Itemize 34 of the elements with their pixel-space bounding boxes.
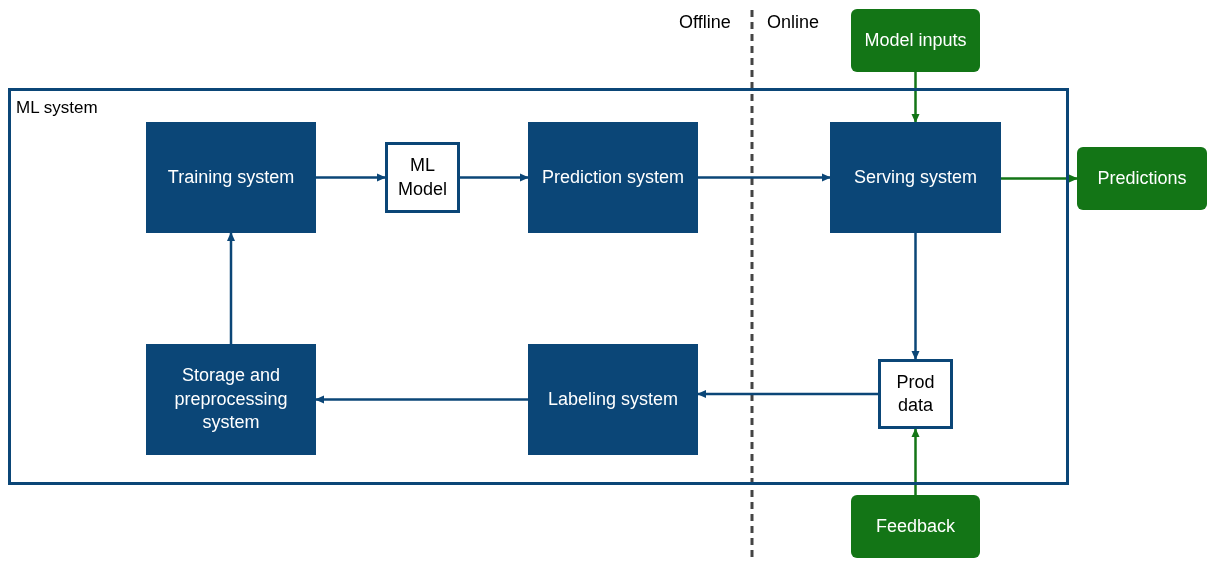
arrow — [227, 232, 235, 344]
node-label: Storage and preprocessing system — [173, 364, 289, 435]
io-box — [851, 495, 980, 558]
process-box — [146, 122, 316, 233]
process-box — [528, 122, 698, 233]
node-label: Model inputs — [864, 28, 967, 52]
node-label: Serving system — [853, 165, 977, 189]
system-frame — [8, 88, 1069, 485]
process-box — [528, 344, 698, 455]
process-box — [146, 344, 316, 455]
io-box — [851, 9, 980, 72]
node-label: Labeling system — [547, 387, 679, 411]
node-label: Prediction system — [541, 165, 685, 189]
arrow — [911, 428, 920, 495]
arrow — [315, 395, 528, 404]
node-label: Feedback — [875, 514, 956, 538]
node-label: Predictions — [1097, 166, 1187, 190]
data-box — [385, 142, 460, 213]
arrow — [460, 173, 529, 182]
arrow — [1001, 174, 1078, 183]
node-label: Prod data — [895, 370, 936, 417]
node-label: ML Model — [397, 154, 448, 201]
process-box — [830, 122, 1001, 233]
node-label: Training system — [167, 165, 295, 189]
region-label: Online — [767, 12, 820, 33]
data-box — [878, 359, 953, 429]
frame-title: ML system — [16, 97, 98, 119]
arrow — [911, 233, 920, 360]
io-box — [1077, 147, 1207, 210]
arrow — [316, 173, 386, 182]
region-label: Offline — [679, 12, 731, 33]
arrow — [698, 173, 831, 182]
arrow — [911, 72, 920, 123]
arrow — [697, 390, 878, 398]
